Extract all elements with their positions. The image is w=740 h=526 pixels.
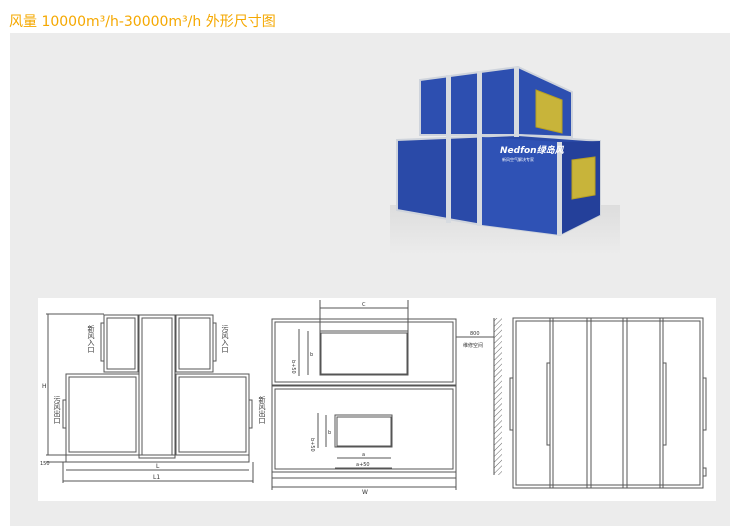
dim-c: C bbox=[362, 302, 366, 308]
page-title: 风量 10000m³/h-30000m³/h 外形尺寸图 bbox=[9, 14, 276, 30]
dim-l: L bbox=[156, 463, 160, 470]
dim-base: 150 bbox=[40, 461, 50, 467]
side-view bbox=[271, 300, 502, 490]
dim-b-plus-lower: b+50 bbox=[309, 438, 315, 452]
dimension-drawings bbox=[38, 298, 716, 501]
product-image: Nedfon绿岛风 新风空气解决专家 bbox=[390, 65, 620, 255]
label-fresh-in: 新风入口 bbox=[87, 324, 95, 353]
dim-l1: L1 bbox=[153, 474, 160, 481]
dim-b-upper: b bbox=[310, 352, 313, 358]
dim-a-plus: a+50 bbox=[356, 462, 370, 468]
dim-service: 800 bbox=[470, 331, 480, 337]
dim-b-lower: b bbox=[328, 430, 331, 436]
dim-w: W bbox=[362, 489, 368, 496]
top-view bbox=[509, 317, 707, 489]
label-exhaust-in: 污风入口 bbox=[221, 325, 229, 353]
brand-tagline: 新风空气解决专家 bbox=[502, 156, 534, 162]
label-fresh-out: 新风出口 bbox=[258, 395, 266, 424]
front-view bbox=[46, 313, 254, 483]
dim-a: a bbox=[362, 452, 365, 458]
dim-b-plus-upper: b+50 bbox=[290, 360, 296, 374]
brand-logo: Nedfon绿岛风 bbox=[500, 145, 565, 156]
service-space-label: 维修空间 bbox=[463, 342, 483, 349]
dim-h: H bbox=[42, 383, 47, 390]
label-exhaust-out: 污风出口 bbox=[53, 396, 61, 424]
